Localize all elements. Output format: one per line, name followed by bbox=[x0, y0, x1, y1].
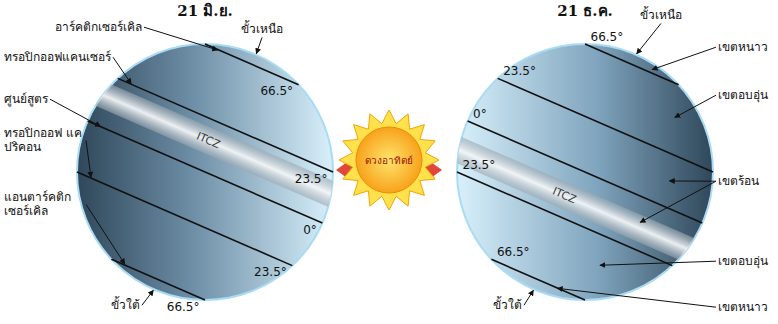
pole-label: ขั้วเหนือ bbox=[640, 8, 682, 22]
leader-line bbox=[256, 37, 262, 53]
degree-number: 66.5° bbox=[497, 245, 530, 259]
itcz-band bbox=[76, 74, 358, 216]
leader-line bbox=[675, 95, 716, 117]
date-title: 21 ธ.ค. bbox=[557, 2, 613, 20]
degree-number: 23.5° bbox=[254, 265, 287, 279]
latitude-line bbox=[457, 172, 672, 266]
date-title: 21 มิ.ย. bbox=[177, 2, 233, 20]
latitude-line bbox=[498, 78, 713, 172]
leader-line bbox=[557, 288, 716, 307]
latitude-line bbox=[77, 172, 292, 266]
latitude-name: ทรอปิกออฟ แคปริคอน bbox=[4, 126, 84, 155]
leader-line bbox=[86, 204, 125, 264]
degree-number: 0° bbox=[303, 223, 317, 237]
climate-zone-label: เขตหนาว bbox=[718, 300, 768, 314]
leader-line bbox=[600, 261, 716, 265]
latitude-line bbox=[491, 259, 585, 300]
leader-line bbox=[113, 57, 131, 84]
pole-label: ขั้วใต้ bbox=[493, 298, 522, 312]
degree-number: 23.5° bbox=[463, 158, 496, 172]
degree-number: 66.5° bbox=[167, 300, 200, 314]
leader-line bbox=[637, 23, 661, 53]
latitude-name: แอนตาร์คติก เซอร์เคิล bbox=[4, 190, 84, 219]
latitude-line bbox=[111, 259, 205, 300]
itcz-band bbox=[432, 129, 714, 271]
climate-zone-label: เขตอบอุ่น bbox=[718, 88, 768, 102]
climate-zone-label: เขตอบอุ่น bbox=[718, 254, 768, 268]
itcz-label: ITCZ bbox=[194, 130, 222, 152]
sun-circle bbox=[356, 127, 422, 193]
climate-zone-label: เขตหนาว bbox=[718, 40, 768, 54]
leader-line bbox=[50, 99, 100, 126]
leader-line bbox=[669, 180, 716, 181]
degree-number: 66.5° bbox=[260, 84, 293, 98]
latitude-line bbox=[88, 121, 323, 223]
degree-number: 23.5° bbox=[503, 64, 536, 78]
latitude-name: ทรอปิกออฟแคนเซอร์ bbox=[4, 50, 111, 64]
latitude-name: อาร์คติกเซอร์เคิล bbox=[55, 20, 142, 34]
sun-node: ดวงอาทิตย์ bbox=[354, 125, 424, 195]
latitude-name: ศูนย์สูตร bbox=[4, 92, 48, 106]
leader-line bbox=[144, 27, 218, 50]
latitude-line bbox=[585, 44, 679, 85]
pole-label: ขั้วเหนือ bbox=[241, 22, 283, 36]
leader-line bbox=[640, 181, 716, 222]
itcz-label: ITCZ bbox=[550, 185, 578, 207]
climate-zone-label: เขตร้อน bbox=[718, 174, 759, 188]
leader-line bbox=[86, 140, 91, 177]
sun-spikes bbox=[339, 110, 439, 210]
latitude-line bbox=[118, 78, 333, 172]
degree-number: 66.5° bbox=[591, 30, 624, 44]
pole-label: ขั้วใต้ bbox=[111, 298, 140, 312]
latitude-line bbox=[205, 44, 299, 85]
leader-line bbox=[142, 290, 153, 305]
leader-line bbox=[524, 290, 533, 305]
sun-label: ดวงอาทิตย์ bbox=[365, 153, 413, 168]
degree-number: 23.5° bbox=[295, 172, 328, 186]
leader-line bbox=[652, 47, 716, 69]
degree-number: 0° bbox=[473, 107, 487, 121]
